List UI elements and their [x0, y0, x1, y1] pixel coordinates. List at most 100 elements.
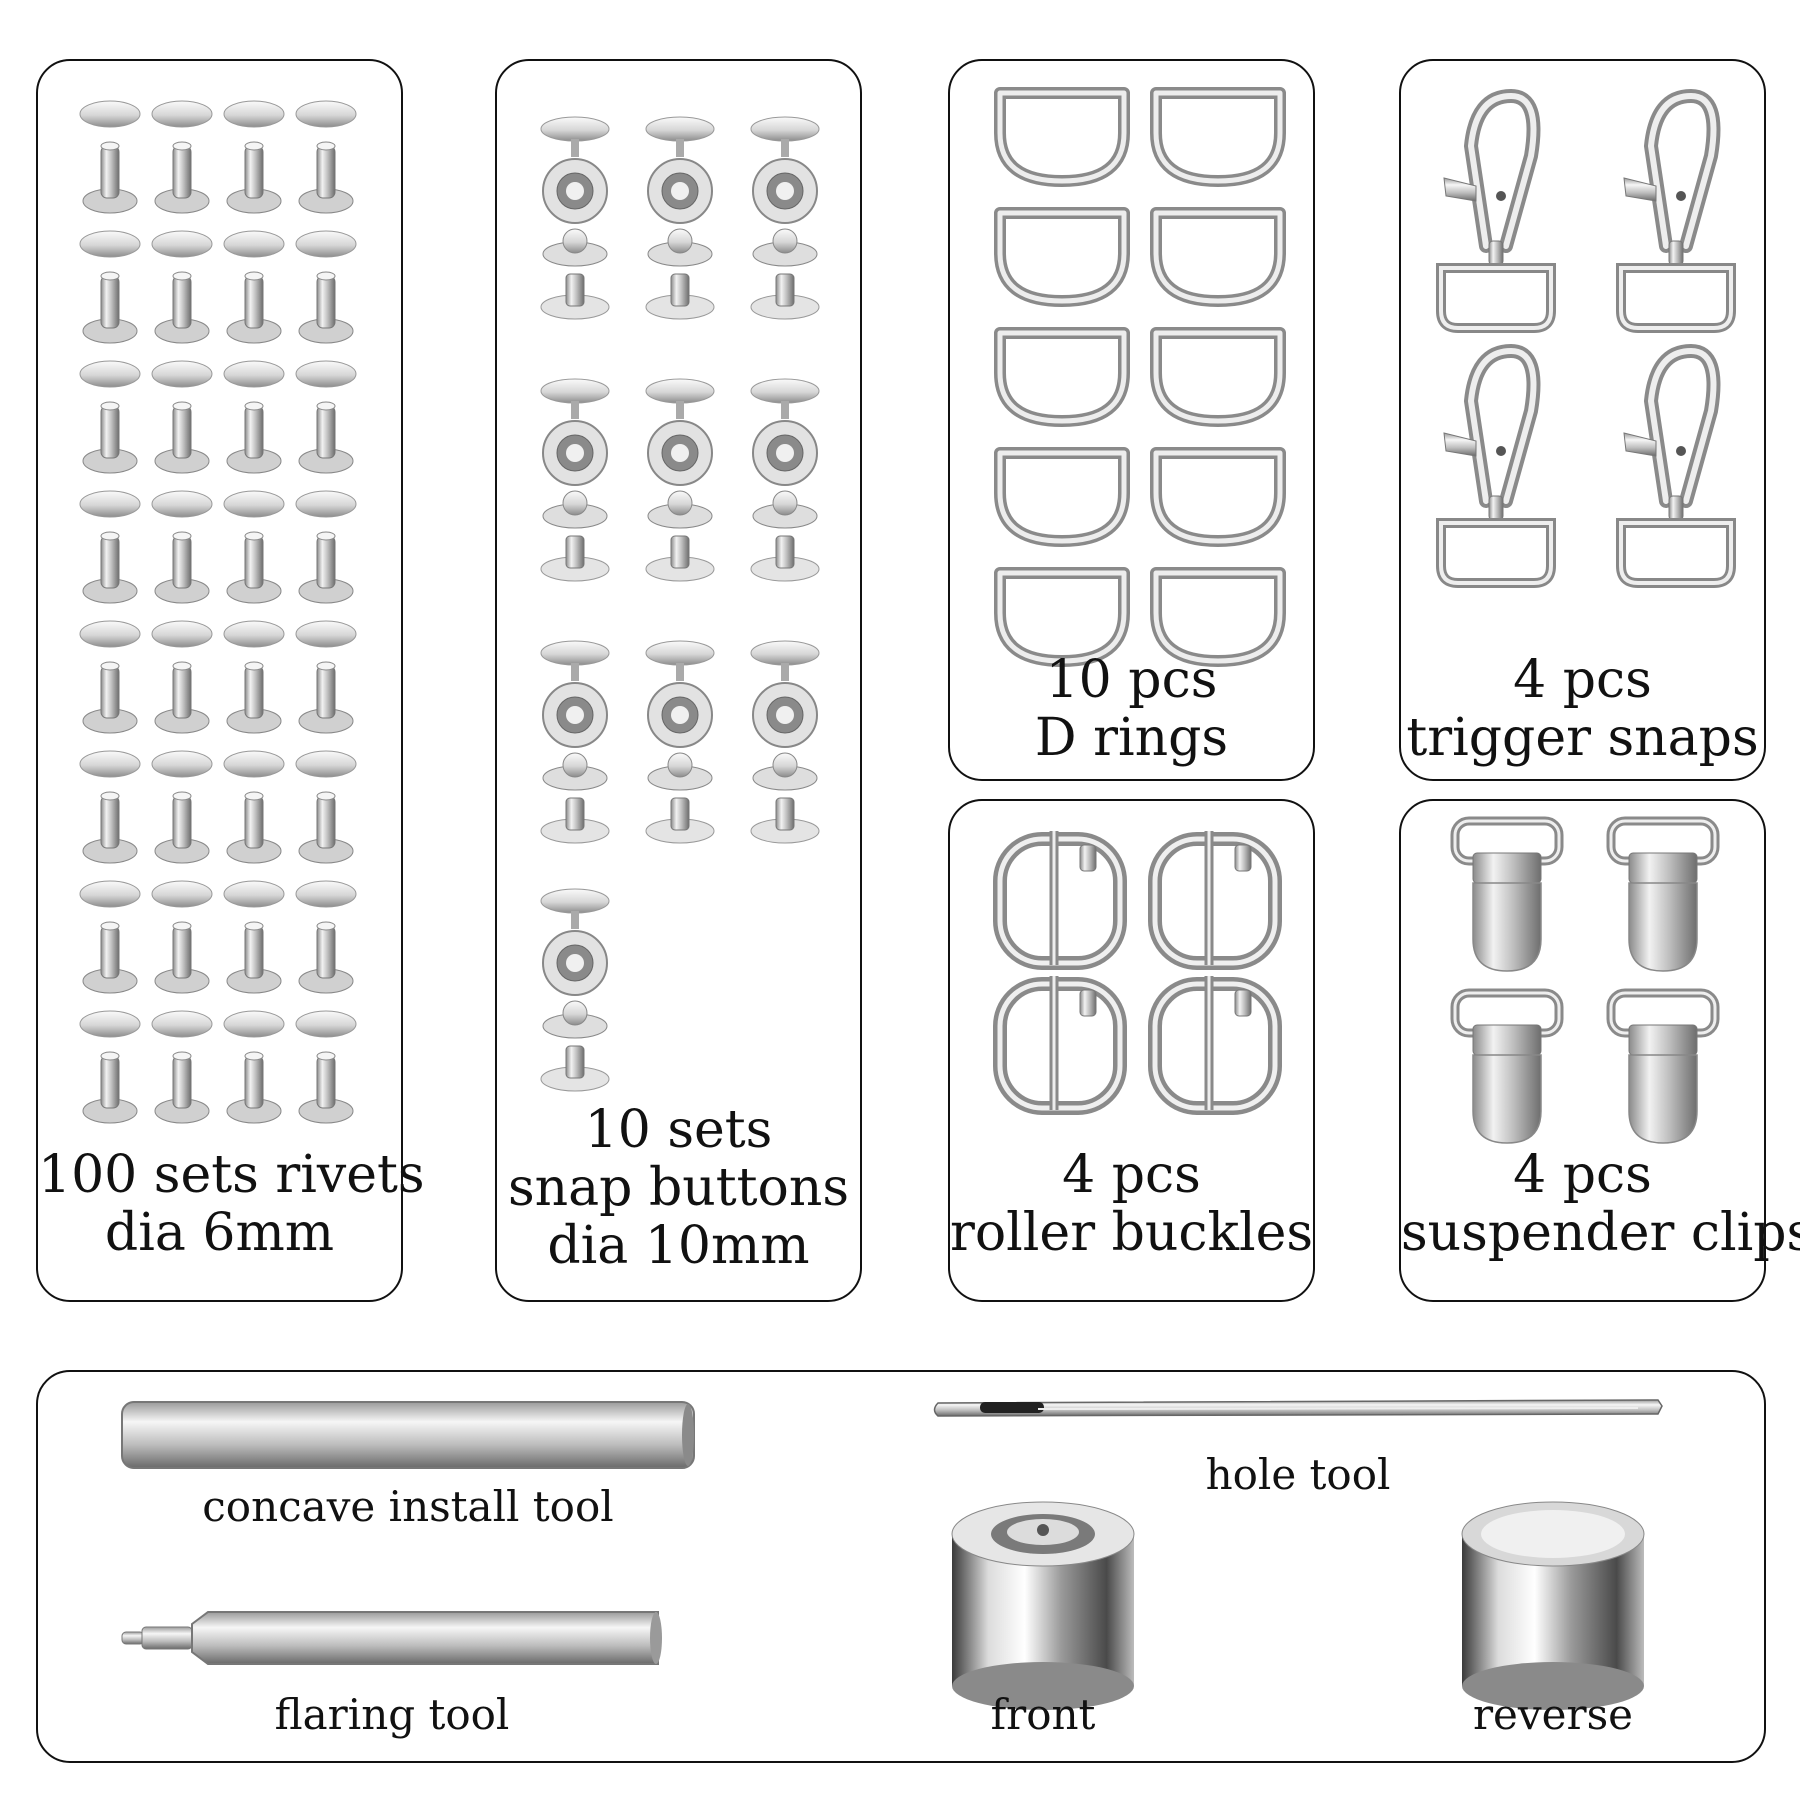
- hole-tool-label: hole tool: [1205, 1450, 1391, 1499]
- d-ring-icon: [1150, 327, 1286, 427]
- anvil-reverse-icon: [1461, 1501, 1645, 1710]
- rivet-icon: [151, 490, 213, 604]
- trigger-snaps-label-line2: trigger snaps: [1406, 708, 1759, 769]
- reverse-label: reverse: [1472, 1690, 1633, 1739]
- roller-buckles-label-line2: roller buckles: [950, 1203, 1314, 1264]
- rivet-icon: [79, 620, 141, 734]
- trigger-snap-icon: [1436, 88, 1556, 333]
- d-ring-icon: [1150, 87, 1286, 187]
- tools-panel: concave install tool hole tool flaring t…: [36, 1370, 1766, 1763]
- snap-buttons-label-line3: dia 10mm: [547, 1216, 810, 1277]
- rivet-icon: [223, 230, 285, 344]
- suspender-clips-grid: [1450, 816, 1720, 1144]
- rivet-icon: [151, 360, 213, 474]
- rivet-icon: [295, 100, 357, 214]
- d-ring-icon: [1150, 207, 1286, 307]
- d-ring-icon: [1150, 447, 1286, 547]
- rivet-icon: [295, 1010, 357, 1124]
- rivet-icon: [223, 750, 285, 864]
- concave-tool-icon: [121, 1401, 695, 1469]
- d-rings-grid: [994, 87, 1286, 667]
- suspender-clips-label-line1: 4 pcs: [1513, 1145, 1652, 1205]
- tools-artwork: [121, 1399, 1663, 1710]
- rivet-icon: [223, 1010, 285, 1124]
- rivet-icon: [223, 620, 285, 734]
- d-rings-panel: 10 pcs D rings: [948, 59, 1315, 781]
- flaring-tool-icon: [121, 1611, 662, 1665]
- rivet-icon: [151, 100, 213, 214]
- snap-button-icon: [645, 378, 715, 582]
- front-label: front: [990, 1690, 1096, 1739]
- rivet-icon: [79, 750, 141, 864]
- snap-button-icon: [750, 378, 820, 582]
- snap-button-icon: [540, 378, 610, 582]
- anvil-front-icon: [951, 1501, 1135, 1710]
- rivets-panel: 100 sets rivets dia 6mm: [36, 59, 425, 1302]
- trigger-snaps-grid: [1436, 88, 1736, 588]
- snap-buttons-panel: 10 sets snap buttons dia 10mm: [495, 59, 862, 1302]
- suspender-clip-icon: [1450, 988, 1564, 1144]
- snap-buttons-label-line2: snap buttons: [507, 1158, 850, 1219]
- snap-button-icon: [540, 888, 610, 1092]
- snap-button-icon: [645, 116, 715, 320]
- rivet-icon: [79, 880, 141, 994]
- roller-buckles-grid: [993, 831, 1282, 1115]
- hole-punch-icon: [933, 1399, 1663, 1417]
- suspender-clip-icon: [1606, 816, 1720, 972]
- suspender-clips-panel: 4 pcs suspender clips: [1399, 799, 1800, 1302]
- roller-buckle-icon: [1148, 831, 1282, 970]
- d-rings-label-line1: 10 pcs: [1045, 650, 1218, 710]
- rivet-icon: [151, 230, 213, 344]
- roller-buckles-panel: 4 pcs roller buckles: [948, 799, 1315, 1302]
- rivets-label-line2: dia 6mm: [104, 1203, 335, 1264]
- rivet-icon: [151, 1010, 213, 1124]
- suspender-clip-icon: [1450, 816, 1564, 972]
- d-ring-icon: [994, 87, 1130, 187]
- d-rings-label-line2: D rings: [1034, 708, 1229, 769]
- snap-buttons-label: 10 sets snap buttons dia 10mm: [497, 1101, 860, 1276]
- rivet-icon: [79, 490, 141, 604]
- flaring-tool-label: flaring tool: [274, 1690, 510, 1739]
- snap-button-icon: [540, 640, 610, 844]
- snap-button-icon: [645, 640, 715, 844]
- rivet-icon: [223, 360, 285, 474]
- rivet-icon: [295, 490, 357, 604]
- suspender-clips-label: 4 pcs suspender clips: [1401, 1145, 1800, 1264]
- roller-buckles-label: 4 pcs roller buckles: [950, 1145, 1314, 1264]
- roller-buckle-icon: [993, 976, 1127, 1115]
- roller-buckle-icon: [993, 831, 1127, 970]
- d-ring-icon: [994, 447, 1130, 547]
- d-rings-label: 10 pcs D rings: [950, 650, 1313, 769]
- snap-buttons-grid: [540, 116, 820, 1092]
- d-ring-icon: [994, 567, 1130, 667]
- roller-buckles-label-line1: 4 pcs: [1062, 1145, 1201, 1205]
- rivets-label: 100 sets rivets dia 6mm: [38, 1145, 425, 1264]
- snap-button-icon: [540, 116, 610, 320]
- snap-button-icon: [750, 116, 820, 320]
- d-ring-icon: [1150, 567, 1286, 667]
- rivet-icon: [151, 880, 213, 994]
- trigger-snaps-panel: 4 pcs trigger snaps: [1399, 59, 1766, 781]
- suspender-clips-label-line2: suspender clips: [1401, 1203, 1800, 1264]
- rivet-icon: [295, 620, 357, 734]
- rivet-icon: [79, 230, 141, 344]
- rivet-icon: [151, 620, 213, 734]
- rivet-icon: [295, 360, 357, 474]
- trigger-snaps-label-line1: 4 pcs: [1513, 650, 1652, 710]
- rivet-icon: [79, 1010, 141, 1124]
- trigger-snap-icon: [1436, 343, 1556, 588]
- roller-buckle-icon: [1148, 976, 1282, 1115]
- rivet-icon: [223, 490, 285, 604]
- rivets-grid: [79, 100, 357, 1124]
- rivets-label-line1: 100 sets rivets: [38, 1145, 425, 1205]
- rivet-icon: [223, 880, 285, 994]
- d-ring-icon: [994, 207, 1130, 307]
- rivet-icon: [223, 100, 285, 214]
- trigger-snaps-label: 4 pcs trigger snaps: [1401, 650, 1764, 769]
- rivet-icon: [295, 750, 357, 864]
- d-ring-icon: [994, 327, 1130, 427]
- snap-button-icon: [750, 640, 820, 844]
- rivet-icon: [295, 880, 357, 994]
- suspender-clip-icon: [1606, 988, 1720, 1144]
- rivet-icon: [79, 360, 141, 474]
